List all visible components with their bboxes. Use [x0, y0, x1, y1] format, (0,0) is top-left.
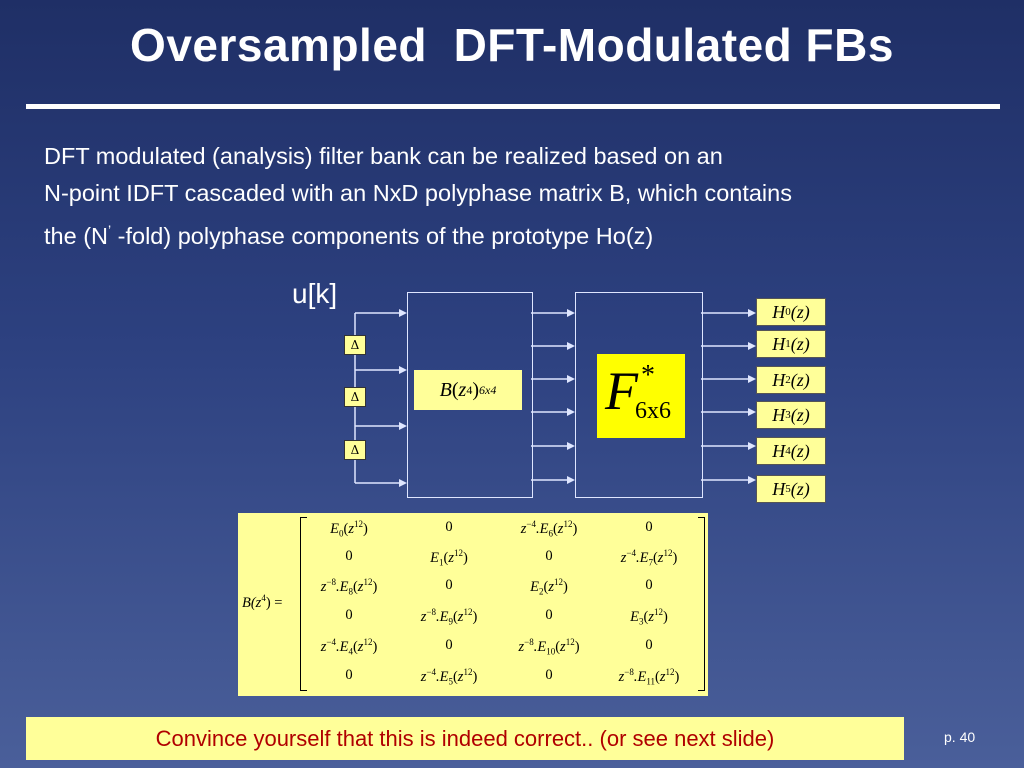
matrix-left-bracket [300, 517, 307, 691]
line3-prefix: the (N [44, 222, 108, 249]
f-conjugate: * [641, 360, 655, 391]
matrix-cell: z−8.E8(z12) [320, 577, 378, 597]
matrix-cell: 0 [545, 667, 553, 683]
matrix-cell: 0 [445, 637, 453, 653]
input-label: u[k] [292, 278, 338, 309]
f-dims: 6x6 [635, 398, 671, 424]
title-divider [26, 104, 1000, 109]
matrix-cell: z−4.E7(z12) [620, 548, 678, 568]
idft-matrix-block [575, 292, 703, 498]
matrix-cell: z−4.E4(z12) [320, 637, 378, 657]
line3-prime: ’ [108, 222, 112, 238]
footer-note: Convince yourself that this is indeed co… [26, 717, 904, 760]
matrix-right-bracket [698, 517, 705, 691]
matrix-cell: 0 [345, 548, 353, 564]
page-number: p. 40 [944, 729, 976, 745]
matrix-cell: 0 [645, 519, 653, 535]
matrix-cell: z−4.E6(z12) [520, 519, 578, 539]
matrix-cell: z−8.E11(z12) [618, 667, 680, 687]
matrix-cell: 0 [445, 577, 453, 593]
matrix-lhs: B(z4) = [242, 593, 283, 611]
matrix-cell: E3(z12) [630, 607, 668, 627]
b-power: 4 [466, 382, 473, 397]
b-arg: z [458, 378, 467, 401]
paragraph-line-1: DFT modulated (analysis) filter bank can… [44, 143, 723, 169]
slide-title: Oversampled DFT-Modulated FBs [130, 19, 894, 71]
matrix-cell: 0 [545, 607, 553, 623]
matrix-cell: 0 [545, 548, 553, 564]
matrix-cell: 0 [345, 667, 353, 683]
f-name: F [605, 361, 638, 421]
line3-suffix: -fold) polyphase components of the proto… [111, 222, 654, 249]
matrix-cell: 0 [645, 637, 653, 653]
matrix-cell: E0(z12) [330, 519, 368, 539]
matrix-cell: z−8.E9(z12) [420, 607, 478, 627]
paragraph-line-2: N-point IDFT cascaded with an NxD polyph… [44, 180, 792, 206]
matrix-cell: 0 [645, 577, 653, 593]
matrix-cell: E2(z12) [530, 577, 568, 597]
b-dims: 6x4 [479, 382, 497, 397]
b-name: B [439, 378, 452, 401]
paragraph-line-3: the (N’ -fold) polyphase components of t… [44, 212, 984, 255]
delay-element-1: Δ [344, 335, 366, 355]
matrix-cell: 0 [445, 519, 453, 535]
matrix-cell: 0 [345, 607, 353, 623]
matrix-cell: z−8.E10(z12) [518, 637, 580, 657]
delay-element-2: Δ [344, 387, 366, 407]
matrix-cell: z−4.E5(z12) [420, 667, 478, 687]
polyphase-matrix-block [407, 292, 533, 498]
delay-element-3: Δ [344, 440, 366, 460]
slide-paragraph: DFT modulated (analysis) filter bank can… [44, 138, 984, 255]
idft-matrix-label: F * 6x6 [597, 354, 685, 438]
matrix-cell: E1(z12) [430, 548, 468, 568]
